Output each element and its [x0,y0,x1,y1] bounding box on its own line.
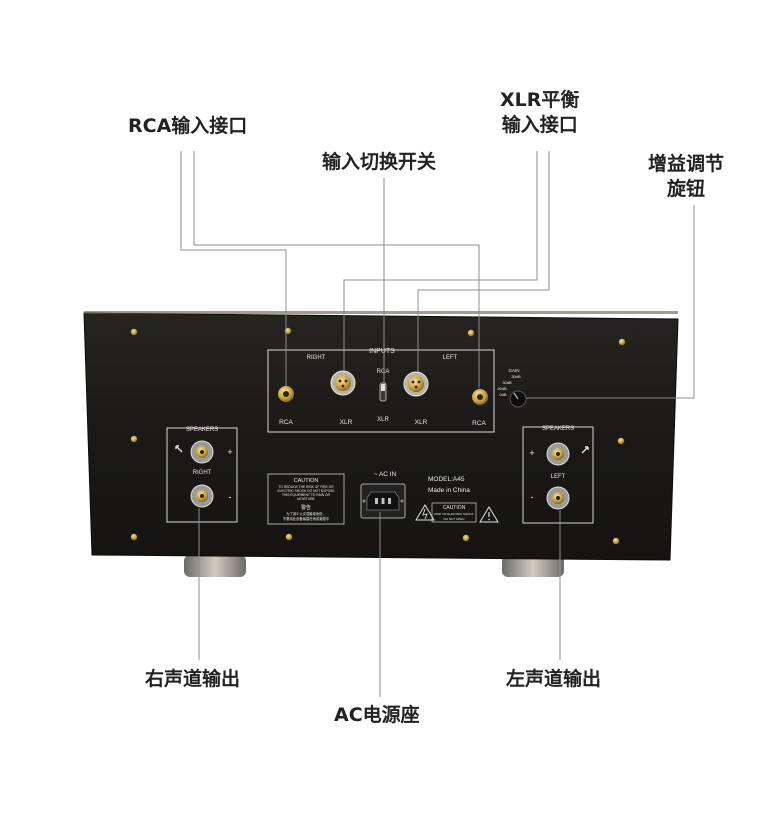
exclamation-warning-icon [479,506,499,523]
speaker-post-right-positive[interactable] [190,440,214,464]
ac-socket-plate [360,483,406,519]
leader-rca-input-2 [180,151,287,386]
caution2-text-1: RISK OF ELECTRIC SHOCK [434,512,473,516]
chassis-top-edge [84,311,678,314]
leader-lines [180,151,695,697]
caution-cn-title: 警告 [301,504,311,511]
foot-left [184,555,246,577]
inputs-title: INPUTS [369,348,395,355]
callout-xlr-input: XLR平衡 输入接口 [500,88,579,138]
switch-rca-label: RCA [377,369,390,375]
gain-step-4: 0dB [499,392,506,397]
rca-jack-right[interactable] [278,386,294,402]
speaker-right-arrow-icon [175,445,183,453]
caution-cn-text-1: 为了减少火灾或触电危险， [286,511,326,516]
speaker-right-label: RIGHT [193,470,212,476]
chassis-screws [130,327,626,545]
callout-gain-knob: 增益调节 旋钮 [648,152,724,202]
rca-label-right: RCA [279,419,293,426]
caution-label [267,473,345,525]
caution2-title: CAUTION [443,505,466,511]
speaker-left-plus: + [529,448,534,458]
callout-xlr-input-line1: XLR平衡 [500,89,580,111]
caution-text-4: MOISTURE [297,497,315,501]
speakers-title-left: SPEAKERS [542,426,574,432]
switch-xlr-label: XLR [377,417,389,423]
chassis-back-panel [83,312,679,561]
caution-cn-text-2: 不要将此设备暴露在雨或潮湿中 [283,516,329,521]
gain-label: GAIN [508,368,519,373]
callout-gain-knob-line1: 增益调节 [648,153,725,175]
input-switch-toggle[interactable] [379,382,387,402]
xlr-label-left: XLR [415,419,428,426]
speaker-left-minus: - [531,492,534,502]
speakers-frame-left [522,426,594,524]
leader-gain-knob [526,205,695,399]
callout-input-switch: 输入切换开关 [322,151,437,173]
speaker-post-right-negative[interactable] [190,484,214,508]
speaker-right-minus: - [229,492,232,502]
lightning-warning-icon [415,504,435,521]
callout-right-output: 右声道输出 [145,668,241,690]
gain-step-1: 30dB [511,374,521,379]
callout-rca-input: RCA输入接口 [128,115,248,137]
callout-left-output: 左声道输出 [506,668,602,690]
speakers-frame-right [166,427,238,523]
caution-text-1: TO REDUCE THE RISK OF FIRE OR [278,485,334,489]
caution2-label [431,502,477,523]
callout-gain-knob-line2: 旋钮 [667,178,706,200]
gain-knob[interactable] [509,390,527,408]
caution-title: CAUTION [294,478,319,484]
caution-text-3: THIS EQUIPMENT TO RAIN OR [282,493,331,497]
input-left-label: LEFT [443,355,458,361]
inputs-frame [267,349,495,433]
model-label: MODEL:A45 [428,476,465,483]
xlr-jack-right[interactable] [330,370,356,396]
made-in-label: Made in China [428,487,470,494]
leader-xlr-input [417,151,550,372]
speaker-left-arrow-icon [581,446,589,454]
caution2-text-2: DO NOT OPEN [444,517,465,521]
ac-in-label: ~ AC IN [374,471,397,478]
foot-right [502,555,564,577]
leader-xlr-input-2 [343,151,538,371]
xlr-label-right: XLR [340,419,353,426]
speaker-right-plus: + [227,447,232,457]
ac-socket[interactable] [366,491,400,511]
speaker-post-left-positive[interactable] [546,442,570,466]
input-right-label: RIGHT [307,355,326,361]
rca-label-left: RCA [472,420,486,427]
leader-rca-input [193,151,480,388]
speaker-left-label: LEFT [551,474,566,480]
caution-text-2: ELECTRIC SHOCK DO NOT EXPOSE [277,489,335,493]
callout-xlr-input-line2: 输入接口 [501,114,578,136]
gain-step-2: 30dB [502,380,512,385]
callout-ac-socket: AC电源座 [334,704,420,726]
xlr-jack-left[interactable] [403,371,429,397]
speaker-post-left-negative[interactable] [546,486,570,510]
rca-jack-left[interactable] [472,389,488,405]
speakers-title-right: SPEAKERS [186,427,218,433]
gain-step-3: 26dB [497,386,507,391]
